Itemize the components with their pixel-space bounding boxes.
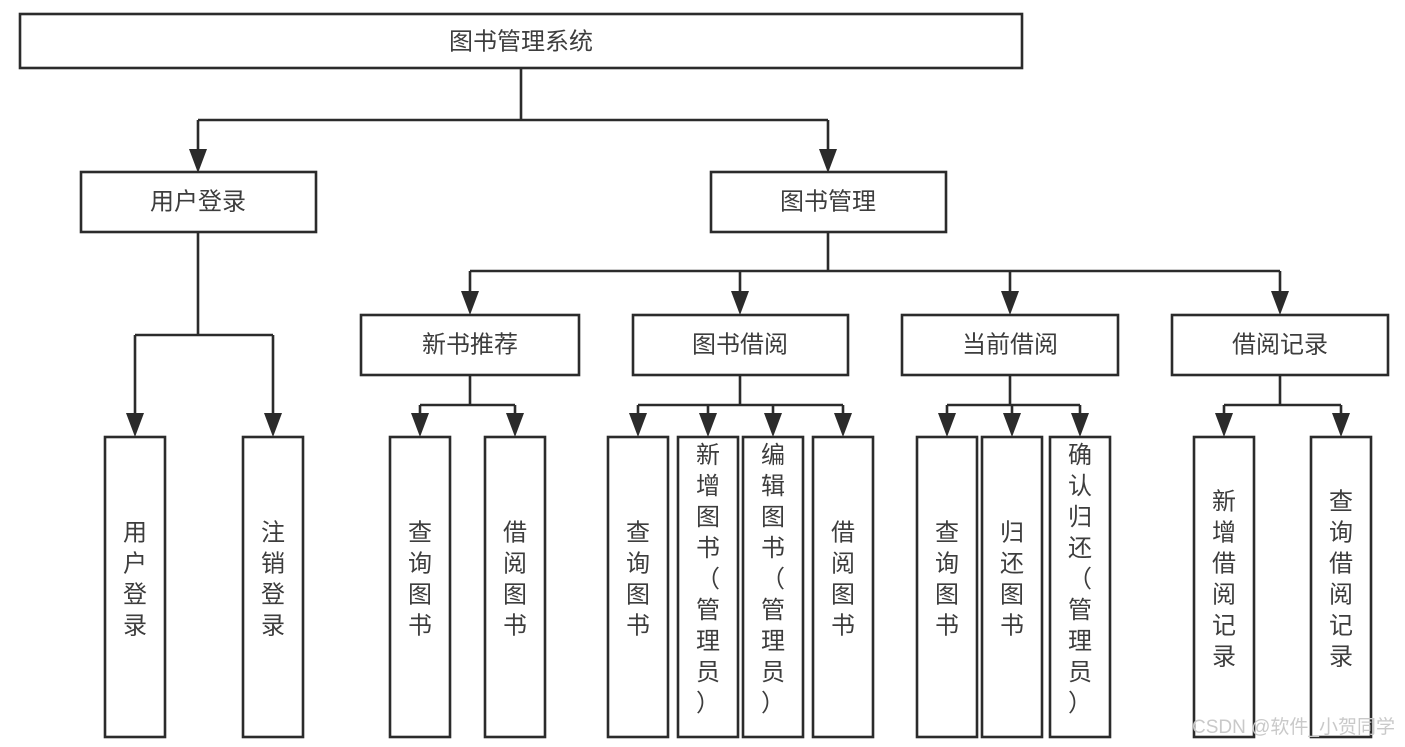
arrowhead-leaf-user-login xyxy=(126,413,144,437)
node-book-management-box[interactable] xyxy=(709,170,948,234)
node-leaf-add-record[interactable]: 新增借阅记录 xyxy=(1192,435,1256,739)
node-leaf-query-book-3-box[interactable] xyxy=(915,435,979,739)
node-book-borrow[interactable]: 图书借阅 xyxy=(631,313,850,377)
node-user-login-label: 用户登录 xyxy=(150,188,246,215)
arrowhead-leaf-edit-book xyxy=(764,413,782,437)
node-leaf-return-book-label: 归还图书 xyxy=(1000,520,1024,640)
node-borrow-record[interactable]: 借阅记录 xyxy=(1170,313,1390,377)
node-leaf-borrow-book-2-label: 借阅图书 xyxy=(831,520,855,640)
node-leaf-user-login-label: 用户登录 xyxy=(123,520,147,640)
node-current-borrow-label: 当前借阅 xyxy=(962,331,1058,358)
edge-group-borrow-record-children xyxy=(1215,375,1350,437)
node-leaf-user-logout[interactable]: 注销登录 xyxy=(241,435,305,739)
node-leaf-confirm-return[interactable]: 确认归还（管理员） xyxy=(1048,435,1112,739)
node-leaf-query-book-2[interactable]: 查询图书 xyxy=(606,435,670,739)
node-leaf-query-book-2-label: 查询图书 xyxy=(626,520,650,640)
node-new-book-recommend-box[interactable] xyxy=(359,313,581,377)
node-leaf-return-book-box[interactable] xyxy=(980,435,1044,739)
node-borrow-record-label: 借阅记录 xyxy=(1232,331,1328,358)
node-leaf-edit-book-label: 编辑图书（管理员） xyxy=(761,442,785,717)
node-new-book-recommend[interactable]: 新书推荐 xyxy=(359,313,581,377)
node-system-root-label: 图书管理系统 xyxy=(449,28,593,55)
node-leaf-query-book-2-box[interactable] xyxy=(606,435,670,739)
node-current-borrow[interactable]: 当前借阅 xyxy=(900,313,1120,377)
node-leaf-add-book[interactable]: 新增图书（管理员） xyxy=(676,435,740,739)
node-leaf-confirm-return-label: 确认归还（管理员） xyxy=(1068,442,1092,717)
arrowhead-leaf-borrow-book-1 xyxy=(506,413,524,437)
arrowhead-leaf-user-logout xyxy=(264,413,282,437)
arrowhead-new-book-recommend xyxy=(461,291,479,315)
node-current-borrow-box[interactable] xyxy=(900,313,1120,377)
node-leaf-query-book-3[interactable]: 查询图书 xyxy=(915,435,979,739)
node-leaf-add-record-box[interactable] xyxy=(1192,435,1256,739)
node-leaf-query-book-3-label: 查询图书 xyxy=(935,520,959,640)
arrowhead-leaf-query-book-2 xyxy=(629,413,647,437)
node-book-borrow-label: 图书借阅 xyxy=(692,331,788,358)
node-leaf-confirm-return-box[interactable] xyxy=(1048,435,1112,739)
arrowhead-leaf-borrow-book-2 xyxy=(834,413,852,437)
edge-borrow-record-trunk xyxy=(1222,375,1343,422)
node-leaf-return-book[interactable]: 归还图书 xyxy=(980,435,1044,739)
node-user-login[interactable]: 用户登录 xyxy=(79,170,318,234)
edge-group-book-borrow-children xyxy=(629,375,852,437)
arrowhead-leaf-query-record xyxy=(1332,413,1350,437)
edge-root-trunk xyxy=(196,68,830,158)
node-leaf-borrow-book-2-box[interactable] xyxy=(811,435,875,739)
arrowhead-leaf-add-book xyxy=(699,413,717,437)
node-leaf-query-book-1[interactable]: 查询图书 xyxy=(388,435,452,739)
edge-book-management-trunk xyxy=(468,232,1282,300)
node-leaf-edit-book[interactable]: 编辑图书（管理员） xyxy=(741,435,805,739)
node-new-book-recommend-label: 新书推荐 xyxy=(422,331,518,358)
csdn-watermark: CSDN @软件_小贺同学 xyxy=(1192,716,1395,738)
arrowhead-leaf-confirm-return xyxy=(1071,413,1089,437)
arrowhead-borrow-record xyxy=(1271,291,1289,315)
node-book-borrow-box[interactable] xyxy=(631,313,850,377)
node-user-login-box[interactable] xyxy=(79,170,318,234)
arrowhead-current-borrow xyxy=(1001,291,1019,315)
node-borrow-record-box[interactable] xyxy=(1170,313,1390,377)
node-leaf-user-logout-box[interactable] xyxy=(241,435,305,739)
edge-user-login-trunk xyxy=(133,232,275,422)
node-leaf-query-book-1-label: 查询图书 xyxy=(408,520,432,640)
edge-group-book-management-children xyxy=(461,232,1289,315)
edge-new-book-recommend-trunk xyxy=(418,375,517,422)
edge-group-current-borrow-children xyxy=(938,375,1089,437)
node-leaf-add-book-label: 新增图书（管理员） xyxy=(696,442,720,717)
arrowhead-leaf-add-record xyxy=(1215,413,1233,437)
node-leaf-borrow-book-1-box[interactable] xyxy=(483,435,547,739)
node-leaf-query-book-1-box[interactable] xyxy=(388,435,452,739)
node-system-root-box[interactable] xyxy=(18,12,1024,70)
arrowhead-user-login xyxy=(189,149,207,173)
node-leaf-user-login[interactable]: 用户登录 xyxy=(103,435,167,739)
node-leaf-user-logout-label: 注销登录 xyxy=(261,520,285,640)
arrowhead-leaf-query-book-1 xyxy=(411,413,429,437)
edge-group-new-book-recommend-children xyxy=(411,375,524,437)
node-leaf-borrow-book-1-label: 借阅图书 xyxy=(503,520,527,640)
node-leaf-add-record-label: 新增借阅记录 xyxy=(1212,489,1236,671)
edge-group-user-login-children xyxy=(126,232,282,437)
node-book-management[interactable]: 图书管理 xyxy=(709,170,948,234)
node-leaf-query-record-box[interactable] xyxy=(1309,435,1373,739)
node-book-management-label: 图书管理 xyxy=(780,188,876,215)
arrowhead-book-management xyxy=(819,149,837,173)
edge-book-borrow-trunk xyxy=(636,375,845,422)
node-leaf-borrow-book-1[interactable]: 借阅图书 xyxy=(483,435,547,739)
arrowhead-leaf-return-book xyxy=(1003,413,1021,437)
node-leaf-user-login-box[interactable] xyxy=(103,435,167,739)
edge-group-root-to-level2 xyxy=(189,68,837,173)
node-leaf-query-record[interactable]: 查询借阅记录 xyxy=(1309,435,1373,739)
node-leaf-add-book-box[interactable] xyxy=(676,435,740,739)
node-leaf-borrow-book-2[interactable]: 借阅图书 xyxy=(811,435,875,739)
node-leaf-edit-book-box[interactable] xyxy=(741,435,805,739)
node-leaf-query-record-label: 查询借阅记录 xyxy=(1329,489,1353,671)
node-system-root[interactable]: 图书管理系统 xyxy=(18,12,1024,70)
arrowhead-book-borrow xyxy=(731,291,749,315)
arrowhead-leaf-query-book-3 xyxy=(938,413,956,437)
